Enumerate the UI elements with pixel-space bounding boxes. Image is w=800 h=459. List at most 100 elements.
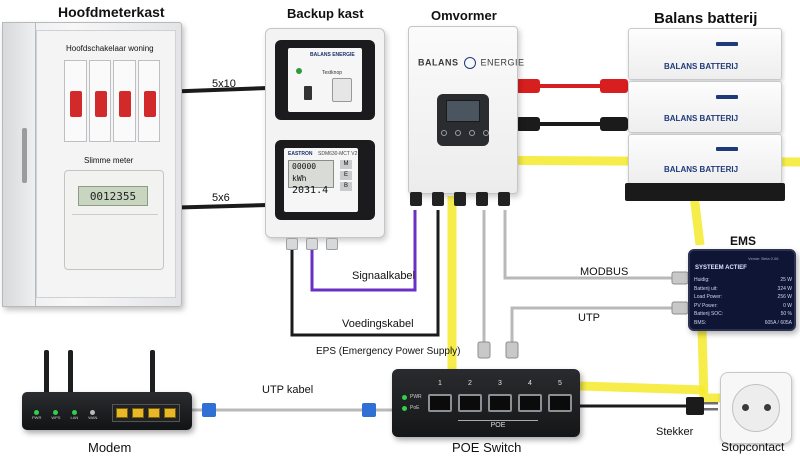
ems-row-value: 25 W xyxy=(780,277,792,283)
inverter-gland xyxy=(498,192,510,206)
energy-meter-tab[interactable]: E xyxy=(340,171,352,180)
modem-led xyxy=(71,410,77,415)
switch-ports xyxy=(428,394,572,412)
backup-rcd xyxy=(332,78,352,102)
modem-lan-port[interactable] xyxy=(116,408,128,418)
energy-meter-tabs: M E B xyxy=(340,160,352,191)
cabinet-door-handle xyxy=(22,128,27,183)
label-slimme-meter: Slimme meter xyxy=(84,156,134,165)
breaker-pole xyxy=(64,60,87,142)
battery-module-2 xyxy=(628,81,782,133)
ethernet-port[interactable] xyxy=(428,394,452,412)
title-omvormer: Omvormer xyxy=(431,8,497,23)
modem-antenna xyxy=(150,350,155,394)
breaker-pole xyxy=(137,60,160,142)
backup-toggle-switch[interactable] xyxy=(304,86,312,100)
modem-lan-port[interactable] xyxy=(132,408,144,418)
inverter-logo-mark xyxy=(463,57,476,69)
socket-hole xyxy=(742,404,749,411)
switch-port-numbers: 1 2 3 4 5 xyxy=(428,380,572,387)
energy-meter-line2: 2031.4 xyxy=(292,185,329,196)
inverter-button[interactable] xyxy=(441,130,447,136)
ems-row-key: Load Power: xyxy=(694,294,723,301)
modem-lan-port[interactable] xyxy=(148,408,160,418)
utp-cable-ems xyxy=(510,306,690,355)
battery-module-3 xyxy=(628,134,782,184)
modem-lan-ports xyxy=(112,404,180,422)
inverter-button[interactable] xyxy=(469,130,475,136)
battery-led xyxy=(716,95,738,99)
socket-hole xyxy=(764,404,771,411)
modem-leds: PWR WPS LAN WAN xyxy=(32,410,97,420)
energy-meter-display: 00000 kWh 2031.4 xyxy=(288,160,334,196)
ethernet-port[interactable] xyxy=(518,394,542,412)
ems-row: Load Power:256 W xyxy=(694,293,792,302)
cable-gland xyxy=(286,238,298,250)
ems-device xyxy=(688,249,796,331)
inverter-button[interactable] xyxy=(483,130,489,136)
title-backup-kast: Backup kast xyxy=(287,6,364,21)
plug xyxy=(686,397,704,415)
backup-test-label: Testknop xyxy=(322,70,343,76)
inverter-button[interactable] xyxy=(455,130,461,136)
power-cable xyxy=(290,210,440,337)
modem-led xyxy=(34,410,40,415)
battery-negative-connector xyxy=(600,117,628,131)
switch-poe-led xyxy=(402,405,407,411)
modbus-connector-ems xyxy=(671,271,689,285)
title-ems: EMS xyxy=(730,234,757,248)
battery-base xyxy=(625,183,785,201)
inverter-screen xyxy=(446,100,480,122)
battery-module-1 xyxy=(628,28,782,80)
breaker-pole xyxy=(88,60,111,142)
battery-logo: BALANS BATTERIJ xyxy=(664,165,739,174)
modem-led xyxy=(90,410,96,415)
switch-pwr-led xyxy=(402,394,407,400)
inverter-cable-glands xyxy=(410,192,510,206)
modem-led-label: LAN xyxy=(70,415,79,420)
energy-meter-tab[interactable]: B xyxy=(340,182,352,191)
ems-readings: Huidig:25 W Batterij uit:324 W Load Powe… xyxy=(694,276,792,328)
ems-row-value: 0 W xyxy=(783,302,792,309)
label-signaalkabel: Signaalkabel xyxy=(352,270,415,282)
utp-connector-switch xyxy=(362,403,376,417)
title-stekker: Stekker xyxy=(656,426,694,438)
utp-connector-port1 xyxy=(477,341,491,359)
ems-status: SYSTEEM ACTIEF xyxy=(695,265,747,271)
ems-row: BMS: 605A / 605A xyxy=(694,319,792,328)
inverter-gland xyxy=(454,192,466,206)
title-balans-batterij: Balans batterij xyxy=(654,10,758,27)
ethernet-port[interactable] xyxy=(458,394,482,412)
label-cable-5x6: 5x6 xyxy=(212,192,230,204)
cable-gland xyxy=(326,238,338,250)
modem-led-label: WAN xyxy=(88,415,98,420)
ems-row-key: BMS: xyxy=(694,319,707,326)
title-modem: Modem xyxy=(88,440,132,455)
ethernet-port[interactable] xyxy=(488,394,512,412)
label-eps: EPS (Emergency Power Supply) xyxy=(316,346,461,357)
battery-logo: BALANS BATTERIJ xyxy=(664,62,739,71)
inverter-gland xyxy=(432,192,444,206)
ems-row: Batterij SOC:50 % xyxy=(694,310,792,319)
label-hoofdschakelaar: Hoofdschakelaar woning xyxy=(66,44,154,53)
backup-status-led xyxy=(296,68,302,74)
inverter-logo: BALANS ENERGIE xyxy=(418,57,525,69)
battery-led xyxy=(716,42,738,46)
modem-led-label: PWR xyxy=(32,415,42,420)
port-number: 4 xyxy=(528,380,532,387)
ems-row-value: 605A / 605A xyxy=(764,319,792,326)
ems-row-key: Batterij SOC: xyxy=(694,311,724,318)
breaker-pole xyxy=(113,60,136,142)
main-breaker xyxy=(64,60,160,142)
battery-logo: BALANS BATTERIJ xyxy=(664,114,739,123)
energy-meter-tab[interactable]: M xyxy=(340,160,352,169)
switch-led-label: PWR xyxy=(410,394,422,400)
switch-led-label: PoE xyxy=(410,405,420,411)
modem-lan-port[interactable] xyxy=(164,408,176,418)
ethernet-port[interactable] xyxy=(548,394,572,412)
modem-led-label: WPS xyxy=(51,415,61,420)
modem-antenna xyxy=(44,350,49,394)
utp-connector-ems xyxy=(671,301,689,315)
inverter-positive-connector xyxy=(516,79,540,93)
switch-leds: PWR PoE xyxy=(402,394,422,411)
